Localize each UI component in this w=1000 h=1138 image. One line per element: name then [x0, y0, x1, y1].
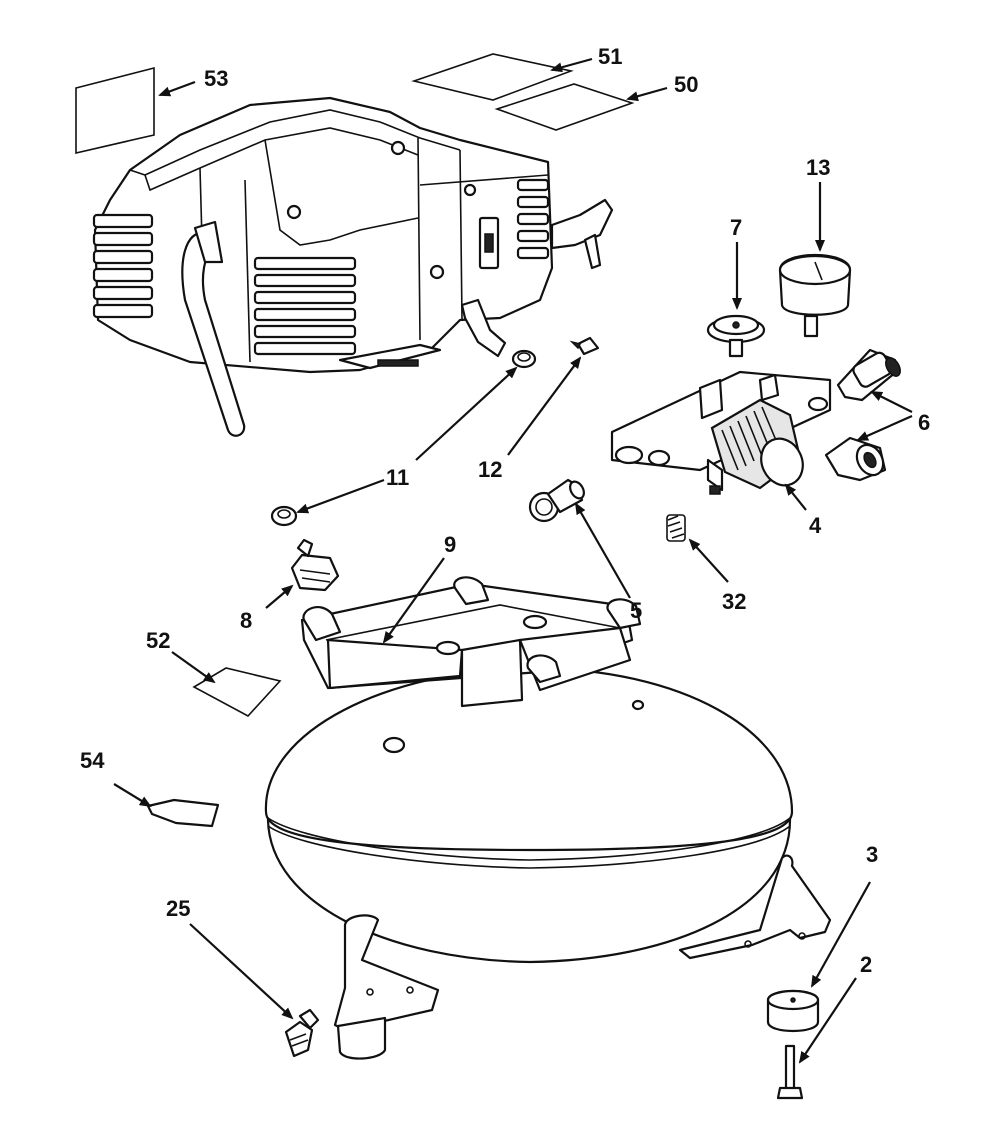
spring-32 [666, 514, 686, 542]
safety-valve-5 [528, 478, 585, 523]
sticker-51 [411, 53, 574, 101]
hose-clamp-11-lower [270, 505, 298, 527]
callout-2: 2 [860, 952, 872, 977]
callout-13: 13 [806, 155, 830, 180]
callout-9: 9 [444, 532, 456, 557]
drain-valve-25 [284, 1008, 320, 1058]
leg-left [333, 914, 440, 1060]
front-vents [253, 256, 357, 356]
bolt-2 [776, 1044, 804, 1100]
gauge-7 [706, 314, 766, 358]
leader-lines [113, 57, 913, 1064]
quick-coupler-6-upper [836, 348, 901, 402]
callout-6: 6 [918, 410, 930, 435]
callout-8: 8 [240, 608, 252, 633]
mounting-bracket [300, 576, 642, 708]
callout-3: 3 [866, 842, 878, 867]
callout-50: 50 [674, 72, 698, 97]
sticker-52 [192, 667, 282, 717]
callout-51: 51 [598, 44, 622, 69]
callout-4: 4 [809, 513, 822, 538]
callout-53: 53 [204, 66, 228, 91]
hose-clamp-11-upper [511, 349, 537, 369]
right-vents [516, 178, 550, 260]
callout-12: 12 [478, 457, 502, 482]
left-vents [92, 213, 154, 319]
callout-54: 54 [80, 748, 105, 773]
fitting-8 [290, 538, 340, 592]
callout-11: 11 [386, 465, 409, 490]
callout-25: 25 [166, 896, 190, 921]
foot-pad-54 [146, 798, 220, 828]
callout-32: 32 [722, 589, 746, 614]
screw-12 [569, 336, 600, 356]
sticker-53 [75, 66, 155, 155]
callout-labels: 53 51 50 13 7 6 11 12 4 5 32 9 8 52 54 3… [80, 44, 930, 977]
leg-right [678, 854, 832, 960]
pressure-gauge-13 [778, 254, 852, 338]
callout-7: 7 [730, 215, 742, 240]
tank [264, 666, 794, 964]
quick-coupler-6-lower [824, 436, 887, 482]
callout-5: 5 [630, 598, 642, 623]
sticker-50 [494, 83, 635, 131]
callout-52: 52 [146, 628, 170, 653]
motor-shroud [92, 96, 614, 437]
manifold-4 [610, 370, 832, 495]
rubber-foot-3 [766, 989, 820, 1032]
